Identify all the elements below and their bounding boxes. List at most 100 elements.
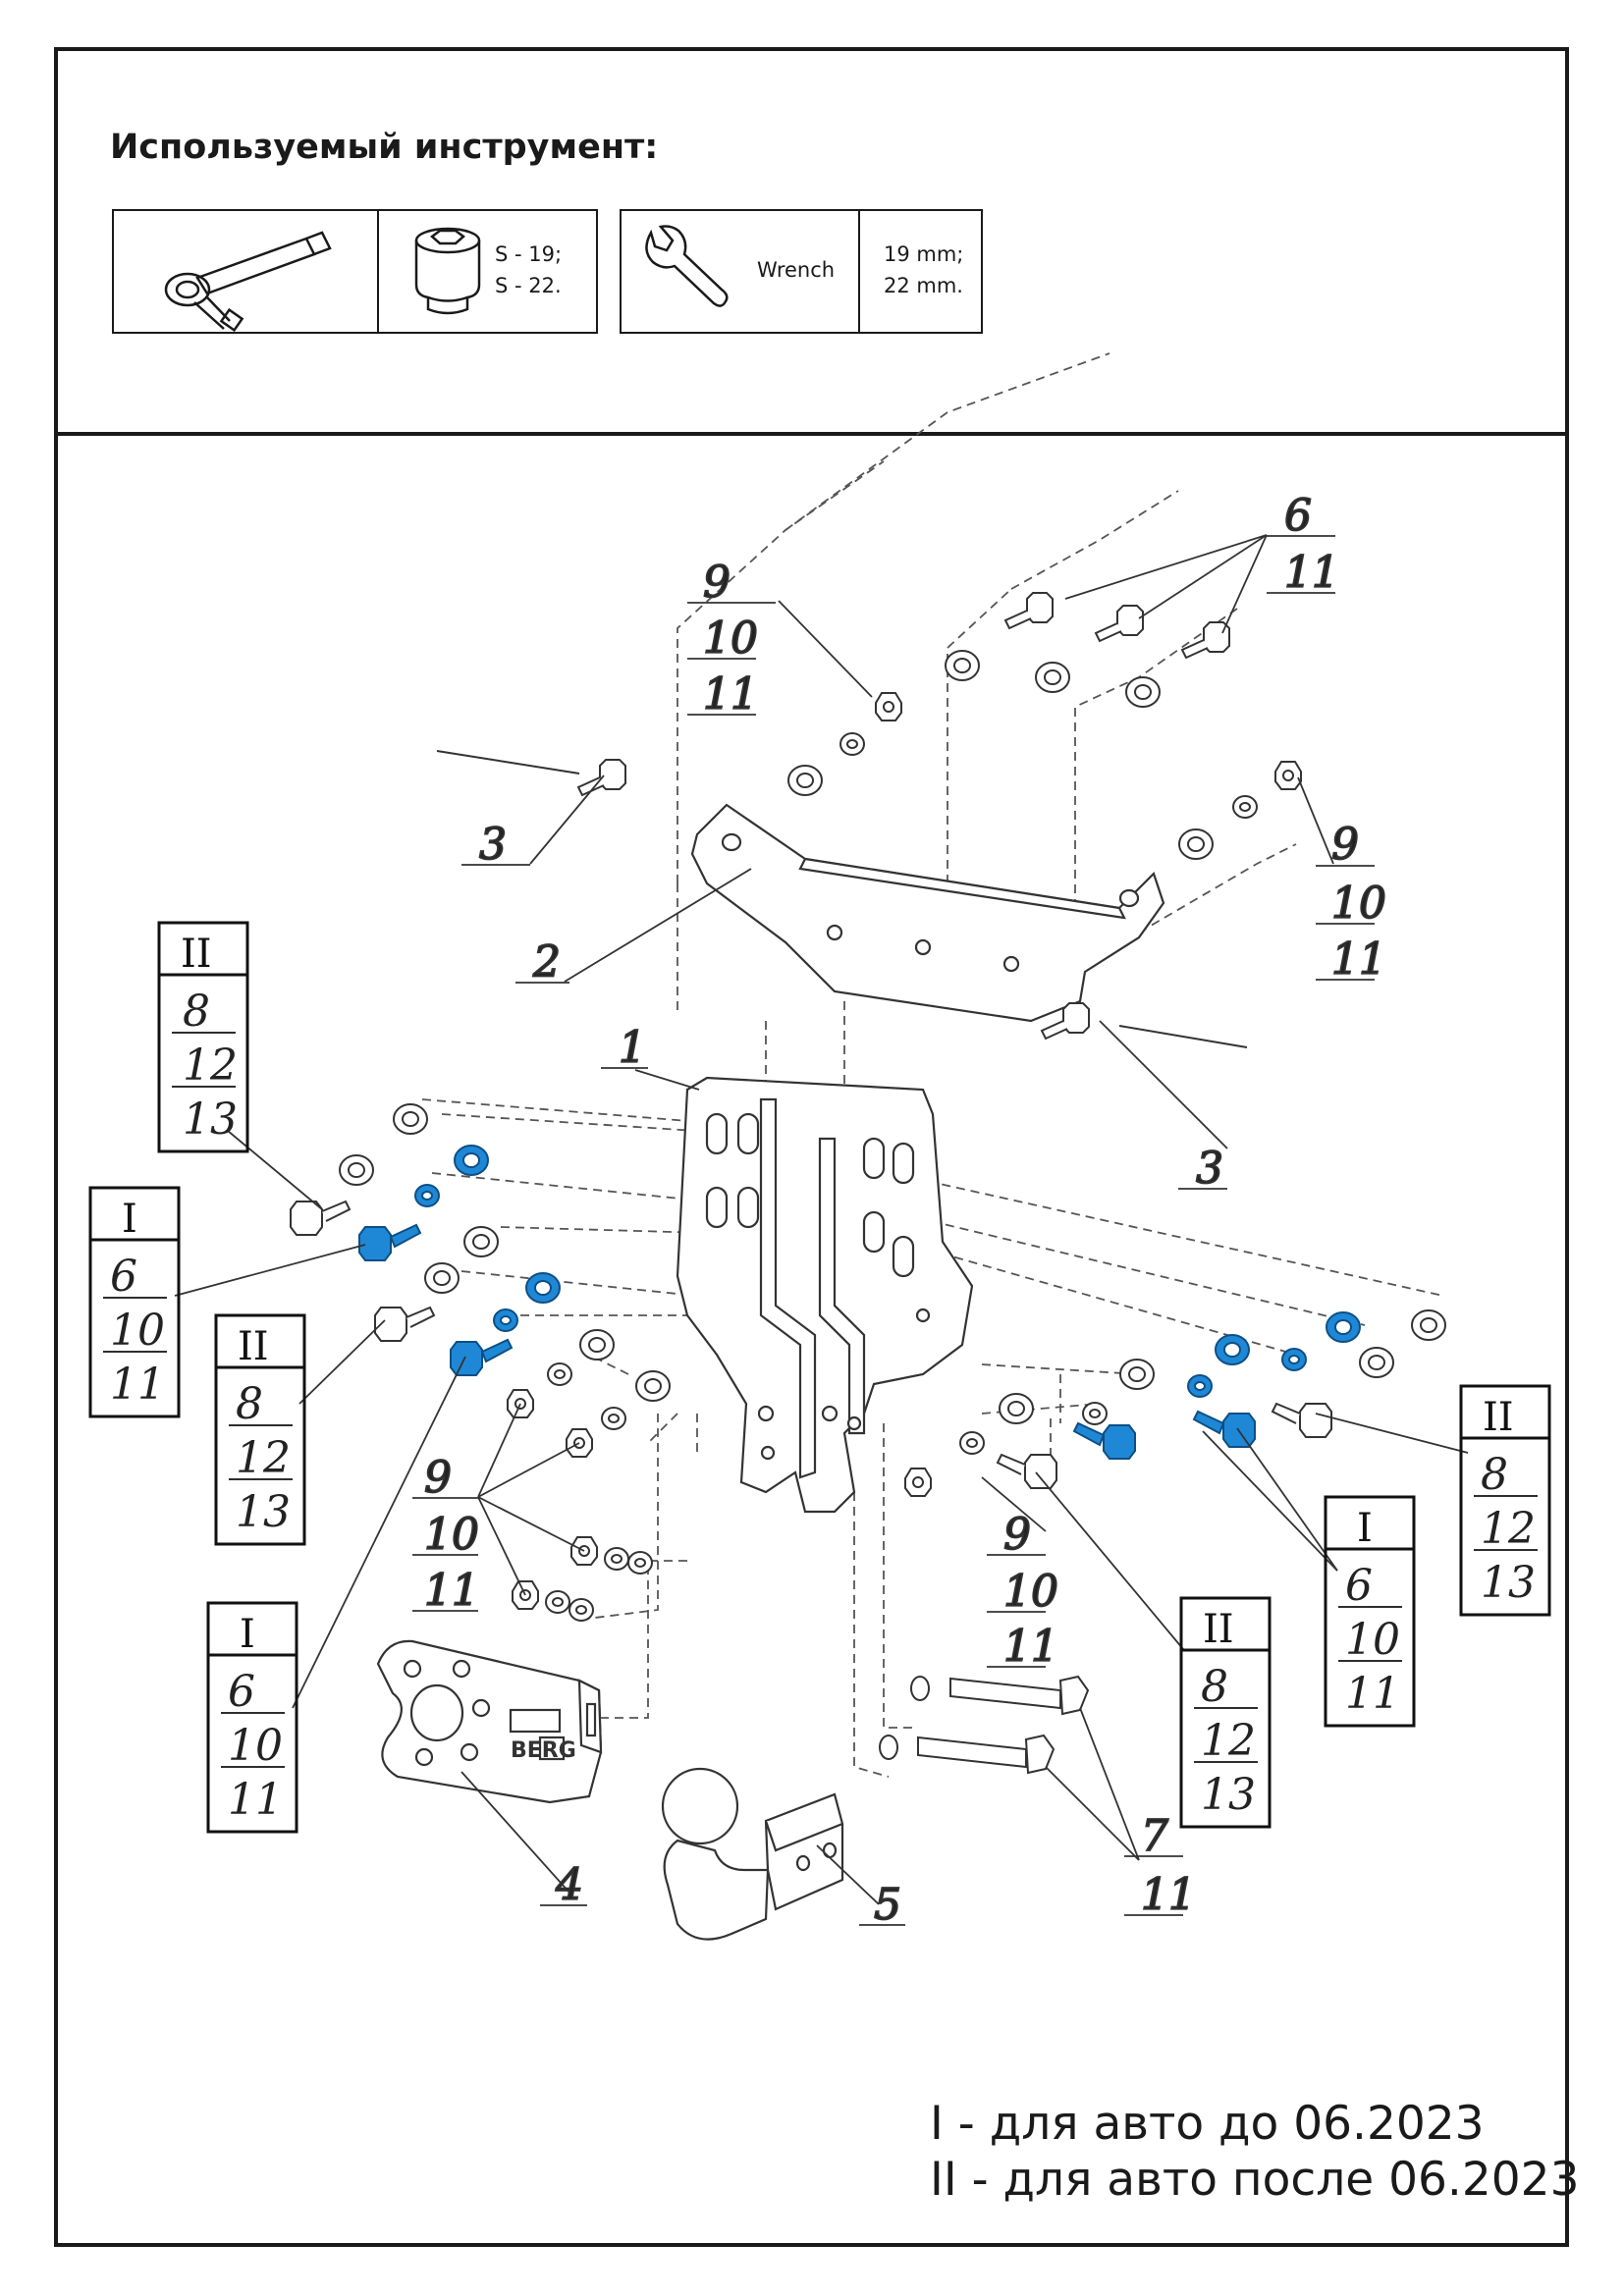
svg-text:8: 8 [1481, 1450, 1508, 1500]
socket-size-22: S - 22. [495, 274, 562, 297]
box-II-right2: II 8 12 13 [1179, 1596, 1272, 1829]
tools-title: Используемый инструмент: [110, 128, 659, 167]
tool-cell-wrench-sizes: 19 mm; 22 mm. [860, 211, 985, 332]
svg-text:12: 12 [1201, 1716, 1256, 1766]
svg-text:4: 4 [555, 1860, 583, 1910]
callout-9-10-11-top: 9 10 11 [687, 557, 776, 721]
callout-7-11: 7 11 [1124, 1810, 1197, 1921]
svg-text:11: 11 [1284, 548, 1339, 598]
box-I-right: I 6 10 11 [1324, 1495, 1416, 1728]
box-I-left1: I 6 10 11 [88, 1186, 181, 1418]
svg-text:9: 9 [703, 558, 731, 608]
svg-text:12: 12 [236, 1433, 291, 1483]
tool-cell-socket: S - 19; S - 22. [379, 211, 600, 332]
svg-text:9: 9 [424, 1453, 452, 1503]
section-divider [54, 432, 1569, 436]
svg-text:II: II [1483, 1395, 1514, 1440]
callout-5: 5 [859, 1879, 905, 1931]
svg-text:7: 7 [1141, 1811, 1168, 1861]
svg-text:II: II [238, 1324, 269, 1369]
svg-text:2: 2 [532, 937, 561, 988]
svg-text:3: 3 [1196, 1144, 1223, 1194]
svg-text:6: 6 [110, 1252, 137, 1302]
note-variant-I: I - для авто до 06.2023 [930, 2097, 1485, 2151]
callout-3-left: 3 [461, 819, 530, 871]
svg-text:11: 11 [1345, 1669, 1400, 1719]
box-I-left2: I 6 10 11 [206, 1601, 298, 1834]
svg-text:12: 12 [1481, 1504, 1536, 1554]
svg-text:I: I [122, 1197, 137, 1242]
tool-cell-ratchet [114, 211, 379, 333]
right-fasteners [904, 1309, 1446, 1497]
left-fasteners [290, 1103, 671, 1622]
svg-text:12: 12 [183, 1041, 238, 1091]
wrench-size-19: 19 mm; [884, 242, 964, 266]
callout-6-11: 6 11 [1267, 490, 1340, 599]
part-5-tow-ball [661, 1767, 844, 1941]
svg-text:1: 1 [619, 1023, 646, 1073]
box-II-left1: II 8 12 13 [157, 921, 249, 1153]
svg-text:9: 9 [1003, 1510, 1031, 1560]
variant-boxes: II 8 12 13 I 6 10 11 II 8 12 13 I 6 10 1… [88, 921, 1551, 1834]
svg-text:8: 8 [236, 1379, 263, 1429]
svg-text:II: II [1203, 1607, 1234, 1652]
socket-icon [414, 227, 481, 315]
svg-text:8: 8 [1201, 1662, 1228, 1712]
svg-text:10: 10 [228, 1721, 283, 1771]
box-II-left2: II 8 12 13 [214, 1313, 306, 1546]
svg-text:10: 10 [1345, 1615, 1400, 1665]
socket-size-19: S - 19; [495, 242, 563, 266]
callout-9-10-11-left: 9 10 11 [412, 1452, 480, 1617]
svg-text:10: 10 [1331, 879, 1386, 929]
top-bolts-group [436, 592, 1302, 1048]
ratchet-icon [164, 231, 332, 333]
callout-1: 1 [601, 1022, 648, 1074]
wrench-icon [645, 225, 729, 307]
svg-text:3: 3 [479, 820, 507, 870]
svg-text:10: 10 [1003, 1567, 1058, 1617]
part-1-main-frame [676, 1076, 974, 1514]
note-variant-II: II - для авто после 06.2023 [930, 2153, 1580, 2207]
svg-text:13: 13 [183, 1095, 238, 1145]
svg-text:I: I [1357, 1506, 1373, 1551]
long-bolts [879, 1675, 1090, 1775]
svg-text:10: 10 [110, 1306, 165, 1356]
tool-cell-wrench: Wrench [622, 211, 860, 332]
wrench-label: Wrench [757, 258, 836, 282]
svg-text:13: 13 [1481, 1558, 1536, 1608]
page-frame [54, 47, 1569, 2247]
svg-text:11: 11 [424, 1566, 479, 1616]
tool-table-socket: S - 19; S - 22. [112, 209, 598, 334]
callout-4: 4 [540, 1859, 587, 1911]
tool-table-wrench: Wrench 19 mm; 22 mm. [620, 209, 983, 334]
svg-text:9: 9 [1331, 820, 1359, 870]
callout-9-10-11-mid: 9 10 11 [987, 1509, 1059, 1673]
svg-text:10: 10 [424, 1510, 479, 1560]
svg-text:11: 11 [228, 1775, 283, 1825]
box-II-right1: II 8 12 13 [1459, 1384, 1551, 1617]
leader-lines [174, 534, 1469, 1905]
svg-text:11: 11 [1331, 934, 1386, 985]
callouts: 9 10 11 6 11 3 2 9 10 11 3 1 9 10 11 [412, 490, 1387, 1931]
svg-text:11: 11 [1003, 1622, 1058, 1672]
wrench-size-22: 22 mm. [884, 274, 963, 297]
svg-text:II: II [181, 932, 212, 977]
svg-text:6: 6 [228, 1667, 255, 1717]
part-4-hitch-plate: BERG [376, 1639, 603, 1804]
svg-text:11: 11 [1141, 1870, 1196, 1920]
callout-9-10-11-right: 9 10 11 [1316, 819, 1387, 986]
svg-text:11: 11 [110, 1360, 165, 1410]
svg-text:I: I [240, 1612, 255, 1657]
callout-3-right: 3 [1178, 1143, 1227, 1195]
callout-2: 2 [515, 936, 569, 988]
svg-text:11: 11 [703, 669, 758, 720]
part-2-upper-plate [690, 803, 1165, 1023]
svg-text:5: 5 [874, 1880, 901, 1930]
svg-text:13: 13 [236, 1487, 291, 1537]
svg-text:10: 10 [703, 614, 758, 664]
svg-text:6: 6 [1345, 1561, 1373, 1611]
svg-text:13: 13 [1201, 1770, 1256, 1820]
svg-text:6: 6 [1284, 491, 1312, 541]
svg-text:8: 8 [183, 987, 210, 1037]
